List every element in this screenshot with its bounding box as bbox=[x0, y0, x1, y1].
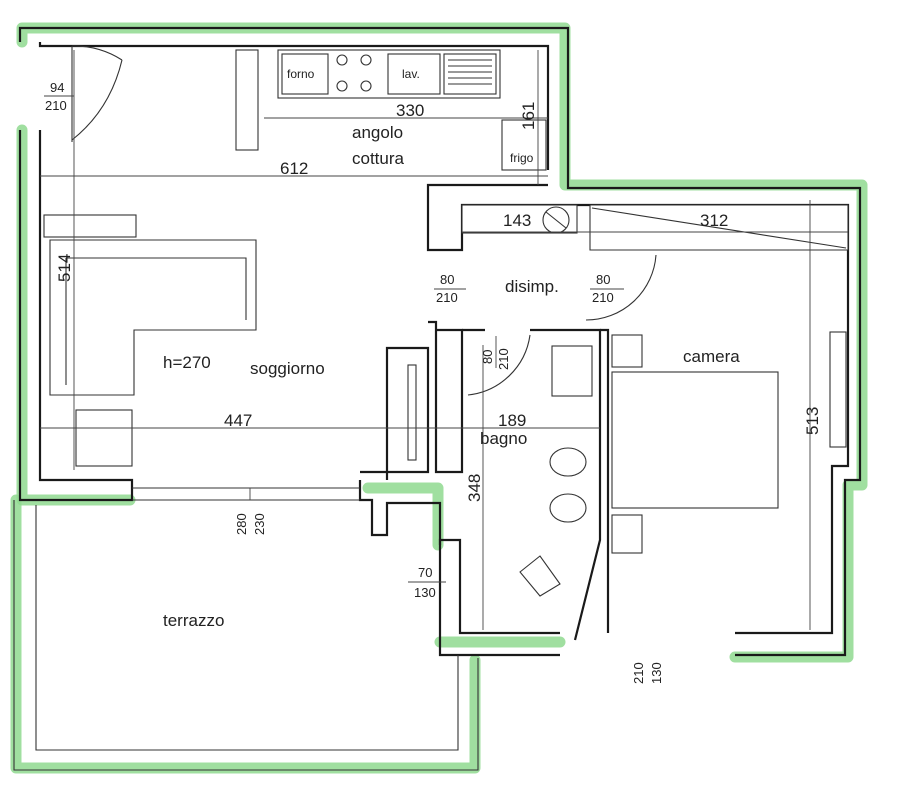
fridge bbox=[501, 119, 547, 171]
label-terrace: terrazzo bbox=[163, 611, 224, 630]
dim-living-depth: 514 bbox=[55, 254, 74, 282]
label-kitchen-line2: cottura bbox=[352, 149, 405, 168]
dim-hall-width: 143 bbox=[503, 211, 531, 230]
dim-bedroom-depth: 513 bbox=[803, 407, 822, 435]
svg-text:70: 70 bbox=[418, 565, 432, 580]
nightstand-top bbox=[611, 334, 643, 368]
dim-kitchen-width: 330 bbox=[396, 101, 424, 120]
label-height: h=270 bbox=[163, 353, 211, 372]
svg-text:210: 210 bbox=[45, 98, 67, 113]
dim-living-width: 612 bbox=[280, 159, 308, 178]
label-fridge: frigo bbox=[510, 151, 534, 165]
drainer-icon bbox=[443, 53, 497, 95]
terrace bbox=[13, 487, 479, 771]
opening-bath-door: 80 210 bbox=[480, 336, 511, 370]
bedroom-furniture bbox=[461, 204, 849, 554]
opening-entry-door: 94 210 bbox=[44, 80, 74, 113]
dimension-lines bbox=[40, 50, 848, 630]
armchair bbox=[75, 409, 133, 467]
opening-terrace-window: 280 230 bbox=[234, 513, 267, 535]
label-oven: forno bbox=[287, 67, 315, 81]
dresser bbox=[829, 331, 847, 448]
kitchen bbox=[235, 49, 547, 171]
label-hall: disimp. bbox=[505, 277, 559, 296]
walls bbox=[18, 26, 862, 657]
washbasin bbox=[551, 345, 593, 397]
sink bbox=[387, 53, 441, 95]
sofa bbox=[49, 239, 257, 396]
bed bbox=[611, 371, 779, 509]
living-furniture bbox=[43, 214, 417, 467]
svg-text:210: 210 bbox=[436, 290, 458, 305]
toilet bbox=[549, 493, 587, 523]
svg-text:80: 80 bbox=[480, 350, 495, 364]
bidet bbox=[549, 447, 587, 477]
dim-bathroom-depth: 348 bbox=[465, 474, 484, 502]
door-swings bbox=[71, 45, 657, 396]
tv-unit bbox=[407, 364, 417, 461]
label-bedroom: camera bbox=[683, 347, 740, 366]
dim-bathroom-width: 189 bbox=[498, 411, 526, 430]
svg-text:210: 210 bbox=[631, 662, 646, 684]
dim-wardrobe-width: 312 bbox=[700, 211, 728, 230]
label-bathroom: bagno bbox=[480, 429, 527, 448]
svg-text:210: 210 bbox=[592, 290, 614, 305]
svg-text:94: 94 bbox=[50, 80, 64, 95]
nightstand-bottom bbox=[611, 514, 643, 554]
svg-text:80: 80 bbox=[596, 272, 610, 287]
svg-text:210: 210 bbox=[496, 348, 511, 370]
svg-text:280: 280 bbox=[234, 513, 249, 535]
svg-text:130: 130 bbox=[414, 585, 436, 600]
label-washer: lav. bbox=[402, 67, 420, 81]
svg-text:230: 230 bbox=[252, 513, 267, 535]
bathroom-fixtures bbox=[519, 345, 593, 597]
kitchen-tall-unit bbox=[235, 49, 259, 151]
label-living: soggiorno bbox=[250, 359, 325, 378]
oven bbox=[281, 53, 329, 95]
shelf bbox=[43, 214, 137, 238]
svg-text:80: 80 bbox=[440, 272, 454, 287]
shower bbox=[519, 555, 561, 597]
svg-text:130: 130 bbox=[649, 662, 664, 684]
dim-living-lower: 447 bbox=[224, 411, 252, 430]
opening-bedroom-window: 210 130 bbox=[631, 662, 664, 684]
opening-bath-window: 70 130 bbox=[408, 565, 446, 600]
dim-kitchen-depth: 161 bbox=[519, 102, 538, 130]
label-kitchen-line1: angolo bbox=[352, 123, 403, 142]
cooktop-icon bbox=[336, 54, 372, 92]
opening-living-door: 80 210 bbox=[434, 272, 466, 305]
opening-bedroom-door: 80 210 bbox=[590, 272, 624, 305]
